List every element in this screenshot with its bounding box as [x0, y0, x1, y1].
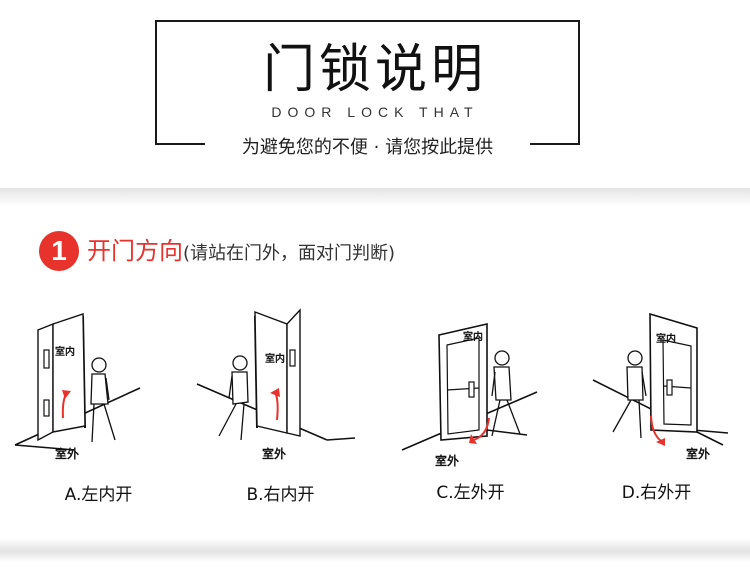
- door-panel-left-outward: 室内 室外 C.左外开: [377, 300, 564, 510]
- divider-shadow: [0, 188, 750, 206]
- outside-label: 室外: [686, 447, 711, 461]
- step-number-badge: 1: [39, 231, 79, 271]
- divider-shadow-bottom: [0, 538, 750, 562]
- door-panel-left-inward: 室内 室外 A.左内开: [5, 300, 192, 510]
- left-outward-door-illustration: [401, 322, 538, 451]
- right-inward-door-illustration: [196, 308, 356, 441]
- outside-label: 室外: [262, 447, 287, 461]
- inside-label: 室内: [265, 354, 285, 365]
- section-title: 开门方向: [87, 237, 183, 265]
- right-outward-door-illustration: [592, 312, 729, 446]
- left-inward-door-illustration: [14, 313, 141, 451]
- inside-label: 室内: [656, 334, 676, 345]
- inside-label: 室内: [55, 347, 75, 358]
- door-panel-right-outward: 室内 室外 D.右外开: [563, 300, 750, 510]
- inside-label: 室内: [463, 332, 483, 343]
- page-title: 门锁说明: [262, 40, 487, 100]
- outside-label: 室外: [55, 447, 80, 461]
- notice-text: 为避免您的不便 · 请您按此提供: [205, 134, 530, 162]
- caption-right-inward: B.右内开: [246, 485, 315, 505]
- caption-left-outward: C.左外开: [436, 483, 505, 503]
- caption-left-inward: A.左内开: [64, 485, 133, 505]
- outside-label: 室外: [435, 454, 460, 468]
- section-note: (请站在门外，面对门判断): [183, 243, 396, 264]
- door-panel-right-inward: 室内 室外 B.右内开: [187, 300, 374, 510]
- page-subtitle: DOOR LOCK THAT: [271, 104, 479, 120]
- caption-right-outward: D.右外开: [621, 483, 692, 503]
- section-heading: 开门方向(请站在门外，面对门判断): [87, 234, 395, 271]
